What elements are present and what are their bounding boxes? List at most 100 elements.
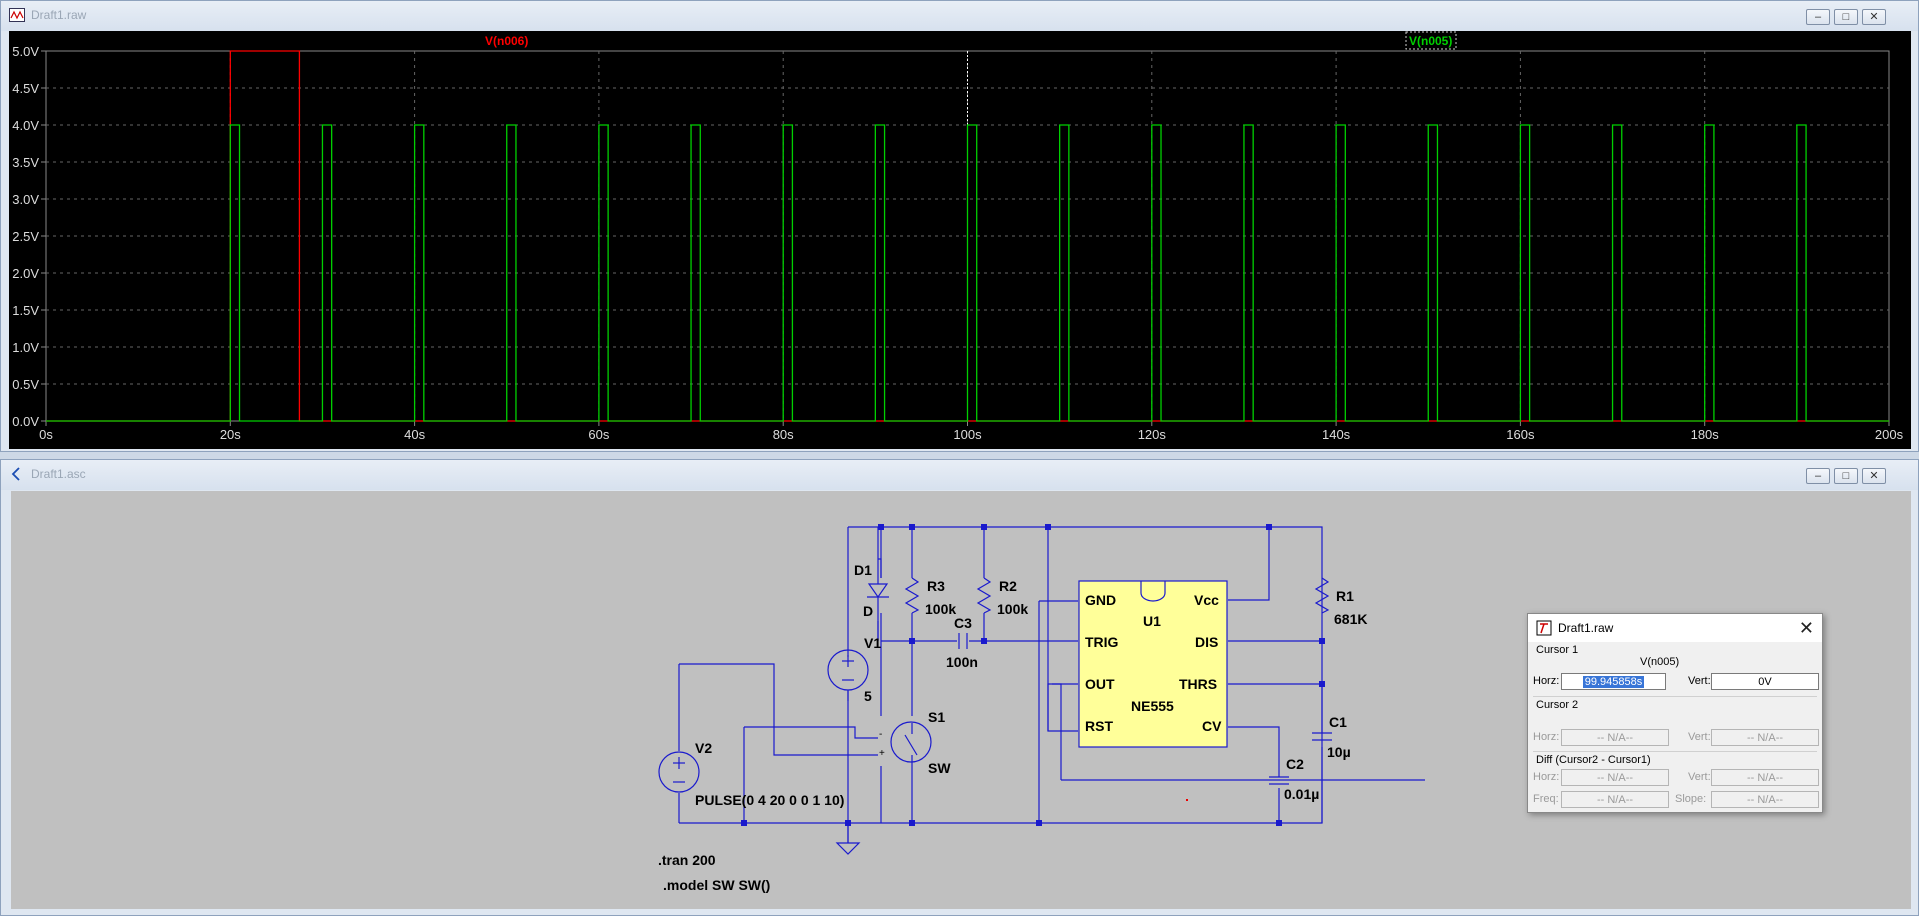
canvas-marker-dot: [1186, 799, 1188, 801]
switch-minus-sign: -: [879, 729, 882, 740]
x-tick-label: 80s: [773, 427, 794, 442]
label-c1-value: 10µ: [1327, 744, 1351, 760]
pin-out: OUT: [1085, 676, 1115, 692]
x-tick-label: 100s: [953, 427, 982, 442]
waveform-window-title: Draft1.raw: [31, 8, 87, 22]
schematic-titlebar[interactable]: Draft1.asc – □ ✕: [1, 460, 1918, 490]
x-tick-label: 120s: [1138, 427, 1167, 442]
switch-s1[interactable]: [890, 721, 932, 766]
cursor1-trace-name: V(n005): [1640, 656, 1680, 668]
maximize-button[interactable]: □: [1834, 468, 1858, 484]
diff-vert-label: Vert:: [1688, 771, 1711, 783]
trace-label-vn006[interactable]: V(n006): [485, 34, 528, 48]
pin-cv: CV: [1202, 718, 1222, 734]
y-tick-label: 2.0V: [12, 266, 39, 281]
spice-directive-tran[interactable]: .tran 200: [658, 852, 716, 868]
minimize-button[interactable]: –: [1806, 9, 1830, 25]
diff-horz-input[interactable]: -- N/A--: [1561, 769, 1669, 786]
y-tick-label: 4.5V: [12, 81, 39, 96]
waveform-app-icon: [9, 8, 25, 22]
dialog-separator: [1533, 751, 1817, 752]
label-u1-name: U1: [1143, 613, 1161, 629]
x-tick-label: 140s: [1322, 427, 1351, 442]
diode-d1[interactable]: [867, 527, 889, 641]
maximize-button[interactable]: □: [1834, 9, 1858, 25]
ne555-ic-u1[interactable]: [1078, 580, 1228, 748]
x-tick-label: 180s: [1691, 427, 1720, 442]
y-tick-label: 4.0V: [12, 118, 39, 133]
voltage-source-v2[interactable]: [658, 751, 700, 793]
pin-dis: DIS: [1195, 634, 1218, 650]
voltage-source-v1[interactable]: [827, 649, 869, 701]
spice-directive-model[interactable]: .model SW SW(): [663, 877, 770, 893]
cursor1-label: Cursor 1: [1536, 644, 1579, 656]
cursor2-label: Cursor 2: [1536, 699, 1579, 711]
y-tick-label: 3.0V: [12, 192, 39, 207]
series-vn005-line: [46, 124, 1889, 422]
waveform-plot[interactable]: 0.0V0.5V1.0V1.5V2.0V2.5V3.0V3.5V4.0V4.5V…: [9, 31, 1911, 449]
pin-rst: RST: [1085, 718, 1113, 734]
cursor1-horz-label: Horz:: [1533, 675, 1560, 687]
slope-label: Slope:: [1675, 793, 1707, 805]
capacitor-c1[interactable]: [1312, 732, 1332, 741]
close-button[interactable]: ✕: [1862, 9, 1886, 25]
freq-label: Freq:: [1533, 793, 1559, 805]
waveform-titlebar[interactable]: Draft1.raw – □ ✕: [1, 1, 1918, 31]
switch-plus-sign: +: [879, 748, 885, 759]
cursor2-vert-input[interactable]: -- N/A--: [1711, 729, 1819, 746]
capacitor-c3[interactable]: [958, 633, 968, 649]
diff-vert-input[interactable]: -- N/A--: [1711, 769, 1819, 786]
x-tick-label: 60s: [588, 427, 609, 442]
cursor-dialog: Draft1.raw ✕ Cursor 1 V(n005) Horz: 99.9…: [1527, 613, 1823, 813]
label-v2-name: V2: [695, 740, 712, 756]
slope-input[interactable]: -- N/A--: [1711, 791, 1819, 808]
cursor2-horz-label: Horz:: [1533, 731, 1560, 743]
x-tick-label: 160s: [1506, 427, 1535, 442]
x-tick-label: 0s: [39, 427, 53, 442]
wires: [678, 526, 1425, 843]
pin-thrs: THRS: [1179, 676, 1217, 692]
dialog-title: Draft1.raw: [1558, 621, 1614, 635]
diff-label: Diff (Cursor2 - Cursor1): [1536, 754, 1651, 766]
cursor1-vert-input[interactable]: 0V: [1711, 673, 1819, 690]
cursor2-horz-input[interactable]: -- N/A--: [1561, 729, 1669, 746]
resistor-r1[interactable]: [1314, 577, 1330, 614]
cursor1-vert-label: Vert:: [1688, 675, 1711, 687]
label-v1-name: V1: [864, 635, 881, 651]
resistor-r2[interactable]: [976, 577, 992, 614]
capacitor-c2[interactable]: [1269, 776, 1289, 785]
label-r2-name: R2: [999, 578, 1017, 594]
label-v1-value: 5: [864, 688, 872, 704]
dialog-app-icon: [1536, 620, 1552, 636]
diff-horz-label: Horz:: [1533, 771, 1560, 783]
label-c2-value: 0.01µ: [1284, 786, 1319, 802]
pin-trig: TRIG: [1085, 634, 1119, 650]
label-r3-value: 100k: [925, 601, 956, 617]
label-c2-name: C2: [1286, 756, 1304, 772]
dialog-titlebar[interactable]: Draft1.raw ✕: [1528, 614, 1822, 642]
label-s1-name: S1: [928, 709, 945, 725]
trace-label-vn005-focus-box: [1405, 31, 1457, 50]
schematic-window-title: Draft1.asc: [31, 467, 86, 481]
ground-symbol: [835, 823, 861, 855]
freq-input[interactable]: -- N/A--: [1561, 791, 1669, 808]
cursor1-horz-input[interactable]: 99.945858s: [1561, 673, 1666, 690]
minimize-button[interactable]: –: [1806, 468, 1830, 484]
label-r3-name: R3: [927, 578, 945, 594]
schematic-app-icon: [11, 467, 20, 481]
dialog-close-button[interactable]: ✕: [1798, 618, 1814, 638]
label-d1-value: D: [863, 603, 873, 619]
label-r1-value: 681K: [1334, 611, 1367, 627]
resistor-r3[interactable]: [904, 577, 920, 614]
x-tick-label: 40s: [404, 427, 425, 442]
y-tick-label: 3.5V: [12, 155, 39, 170]
label-r1-name: R1: [1336, 588, 1354, 604]
label-d1-name: D1: [854, 562, 872, 578]
trace-label-vn005[interactable]: V(n005): [1409, 34, 1452, 48]
close-button[interactable]: ✕: [1862, 468, 1886, 484]
y-tick-label: 0.5V: [12, 377, 39, 392]
cursor2-vert-label: Vert:: [1688, 731, 1711, 743]
label-c3-value: 100n: [946, 654, 978, 670]
label-s1-value: SW: [928, 760, 951, 776]
